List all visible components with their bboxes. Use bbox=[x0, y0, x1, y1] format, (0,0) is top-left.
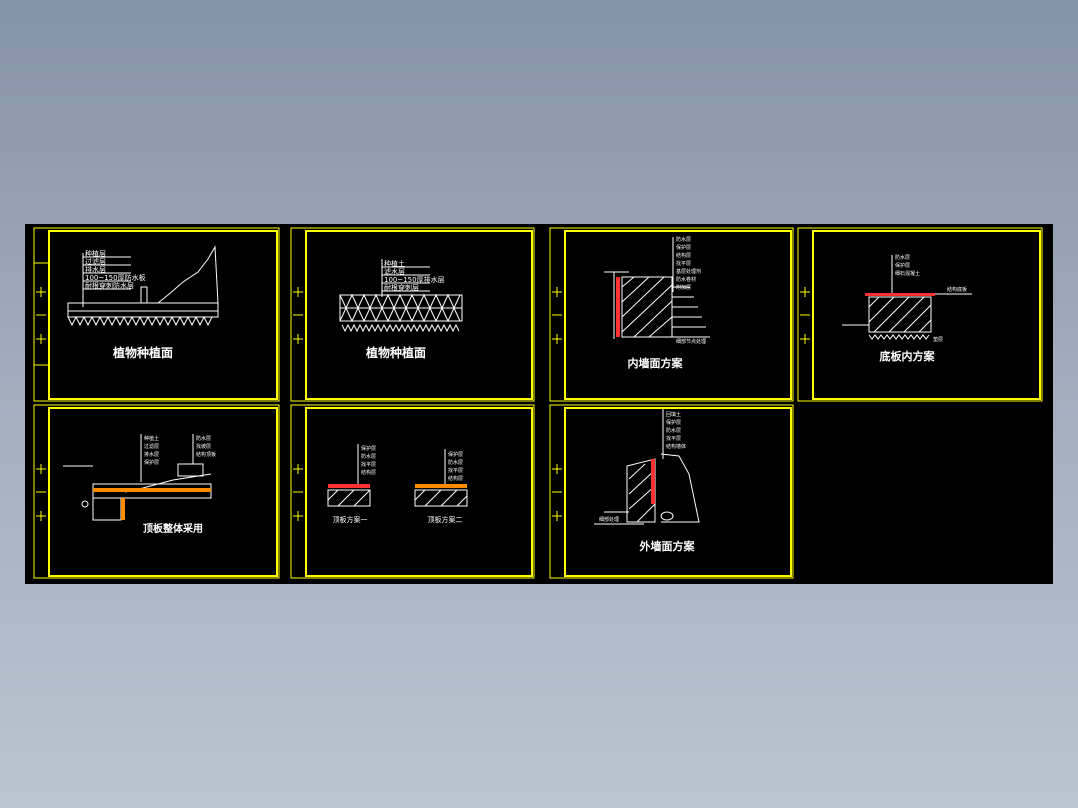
sheet-frame: 保护层 防水层 找平层 结构层 保护层 防水层 找平层 结构层 顶板方案一 顶板… bbox=[290, 404, 535, 579]
layer-label: 种植层 bbox=[85, 249, 106, 258]
layer-label: 防水层 bbox=[676, 236, 691, 243]
layer-label: 种植土 bbox=[384, 259, 405, 268]
layer-label: 保护层 bbox=[666, 419, 681, 426]
sheet-title: 顶板整体采用 bbox=[143, 522, 203, 535]
layer-label: 100~150厚防水板 bbox=[85, 273, 146, 282]
layer-label: 防水层 bbox=[361, 453, 376, 460]
drawing-sheet-planting-1[interactable]: 种植层 过滤层 排水层 100~150厚防水板 耐根穿刺防水层 植物种植面 bbox=[33, 227, 280, 402]
plus-icon[interactable] bbox=[293, 334, 303, 344]
layer-label: 过滤层 bbox=[85, 257, 106, 266]
sheet-frame: 回填土 保护层 防水层 找平层 结构墙体 细部处理 外墙面方案 bbox=[549, 404, 794, 579]
plus-icon[interactable] bbox=[800, 287, 810, 297]
detail-drawing bbox=[327, 444, 468, 507]
detail-drawing bbox=[339, 259, 463, 333]
drawing-sheet-roof-overall[interactable]: 种植土 过滤层 排水层 保护层 防水层 找坡层 结构顶板 顶板整体采用 bbox=[33, 404, 280, 579]
layer-label: 回填土 bbox=[666, 411, 681, 418]
waterproof-layer bbox=[616, 277, 620, 337]
layer-label: 防水层 bbox=[196, 435, 211, 442]
layer-label: 种植土 bbox=[144, 435, 159, 442]
sheet-frame: 防水层 保护层 结构层 找平层 基层处理剂 防水卷材 附加层 细部节点处理 内墙… bbox=[549, 227, 794, 402]
plus-icon[interactable] bbox=[552, 511, 562, 521]
cad-canvas: 种植层 过滤层 排水层 100~150厚防水板 耐根穿刺防水层 植物种植面 bbox=[25, 224, 1053, 584]
detail-drawing bbox=[604, 237, 710, 339]
layer-label: 找平层 bbox=[448, 467, 463, 474]
sheet-title: 植物种植面 bbox=[112, 345, 173, 360]
layer-label: 防水卷材 bbox=[676, 276, 696, 283]
sheet-frame: 种植层 过滤层 排水层 100~150厚防水板 耐根穿刺防水层 植物种植面 bbox=[33, 227, 280, 402]
layer-label: 找坡层 bbox=[196, 443, 211, 450]
insulation-layer bbox=[93, 488, 211, 492]
layer-label: 结构墙体 bbox=[666, 443, 686, 450]
plus-icon[interactable] bbox=[36, 287, 46, 297]
sheet-title: 内墙面方案 bbox=[628, 356, 684, 370]
waterproof-layer bbox=[865, 293, 935, 296]
detail-drawing bbox=[63, 434, 212, 521]
detail-drawing bbox=[67, 245, 219, 327]
detail-drawing bbox=[594, 409, 700, 525]
layer-label: 结构层 bbox=[676, 252, 691, 259]
layer-label: 结构层 bbox=[361, 469, 376, 476]
detail-drawing bbox=[842, 255, 972, 340]
plus-icon[interactable] bbox=[800, 334, 810, 344]
plus-icon[interactable] bbox=[552, 334, 562, 344]
layer-label: 保护层 bbox=[361, 445, 376, 452]
sub-title: 顶板方案一 bbox=[333, 515, 368, 524]
plus-icon[interactable] bbox=[552, 287, 562, 297]
layer-label: 过滤层 bbox=[144, 443, 159, 450]
layer-label: 结构顶板 bbox=[196, 451, 216, 458]
drawing-sheet-inner-wall[interactable]: 防水层 保护层 结构层 找平层 基层处理剂 防水卷材 附加层 细部节点处理 内墙… bbox=[549, 227, 794, 402]
layer-label: 防水层 bbox=[895, 254, 910, 261]
layer-label: 细石混凝土 bbox=[895, 270, 920, 277]
plus-icon[interactable] bbox=[36, 511, 46, 521]
layer-label: 找平层 bbox=[676, 260, 691, 267]
insulation-layer bbox=[121, 498, 125, 520]
waterproof-layer bbox=[651, 459, 655, 504]
layer-label: 找平层 bbox=[361, 461, 376, 468]
sheet-title: 植物种植面 bbox=[365, 345, 426, 360]
layer-label: 排水层 bbox=[85, 265, 106, 274]
drawing-sheet-outer-wall[interactable]: 回填土 保护层 防水层 找平层 结构墙体 细部处理 外墙面方案 bbox=[549, 404, 794, 579]
layer-label: 细部处理 bbox=[599, 516, 619, 523]
plus-icon[interactable] bbox=[293, 287, 303, 297]
layer-label: 找平层 bbox=[666, 435, 681, 442]
layer-label: 结构层 bbox=[448, 475, 463, 482]
layer-label: 排水层 bbox=[144, 451, 159, 458]
layer-label: 耐根穿刺层 bbox=[384, 283, 419, 292]
plus-icon[interactable] bbox=[36, 334, 46, 344]
layer-label: 结构底板 bbox=[947, 286, 967, 293]
layer-label: 保护层 bbox=[448, 451, 463, 458]
layer-label: 耐根穿刺防水层 bbox=[85, 281, 134, 290]
layer-label: 滤水层 bbox=[384, 267, 405, 276]
drawing-sheet-planting-2[interactable]: 种植土 滤水层 100~150厚排水层 耐根穿刺层 植物种植面 bbox=[290, 227, 535, 402]
waterproof-layer bbox=[415, 484, 467, 488]
layer-label: 100~150厚排水层 bbox=[384, 275, 445, 284]
drawing-sheet-roof-schemes[interactable]: 保护层 防水层 找平层 结构层 保护层 防水层 找平层 结构层 顶板方案一 顶板… bbox=[290, 404, 535, 579]
sheet-title: 外墙面方案 bbox=[639, 539, 696, 553]
sheet-frame: 防水层 保护层 细石混凝土 结构底板 垫层 底板内方案 bbox=[797, 227, 1043, 402]
plus-icon[interactable] bbox=[293, 464, 303, 474]
drawing-sheet-floor-slab[interactable]: 防水层 保护层 细石混凝土 结构底板 垫层 底板内方案 bbox=[797, 227, 1043, 402]
waterproof-layer bbox=[328, 484, 370, 488]
sheet-frame: 种植土 滤水层 100~150厚排水层 耐根穿刺层 植物种植面 bbox=[290, 227, 535, 402]
layer-label: 保护层 bbox=[144, 459, 159, 466]
layer-label: 保护层 bbox=[676, 244, 691, 251]
layer-label: 细部节点处理 bbox=[676, 338, 706, 345]
layer-label: 防水层 bbox=[448, 459, 463, 466]
layer-label: 防水层 bbox=[666, 427, 681, 434]
plus-icon[interactable] bbox=[293, 511, 303, 521]
layer-label: 附加层 bbox=[676, 284, 691, 291]
sheet-frame: 种植土 过滤层 排水层 保护层 防水层 找坡层 结构顶板 顶板整体采用 bbox=[33, 404, 280, 579]
layer-label: 基层处理剂 bbox=[676, 268, 701, 275]
layer-label: 保护层 bbox=[895, 262, 910, 269]
plus-icon[interactable] bbox=[36, 464, 46, 474]
plus-icon[interactable] bbox=[552, 464, 562, 474]
layer-label: 垫层 bbox=[933, 336, 943, 343]
sub-title: 顶板方案二 bbox=[428, 515, 463, 524]
sheet-title: 底板内方案 bbox=[880, 349, 936, 363]
